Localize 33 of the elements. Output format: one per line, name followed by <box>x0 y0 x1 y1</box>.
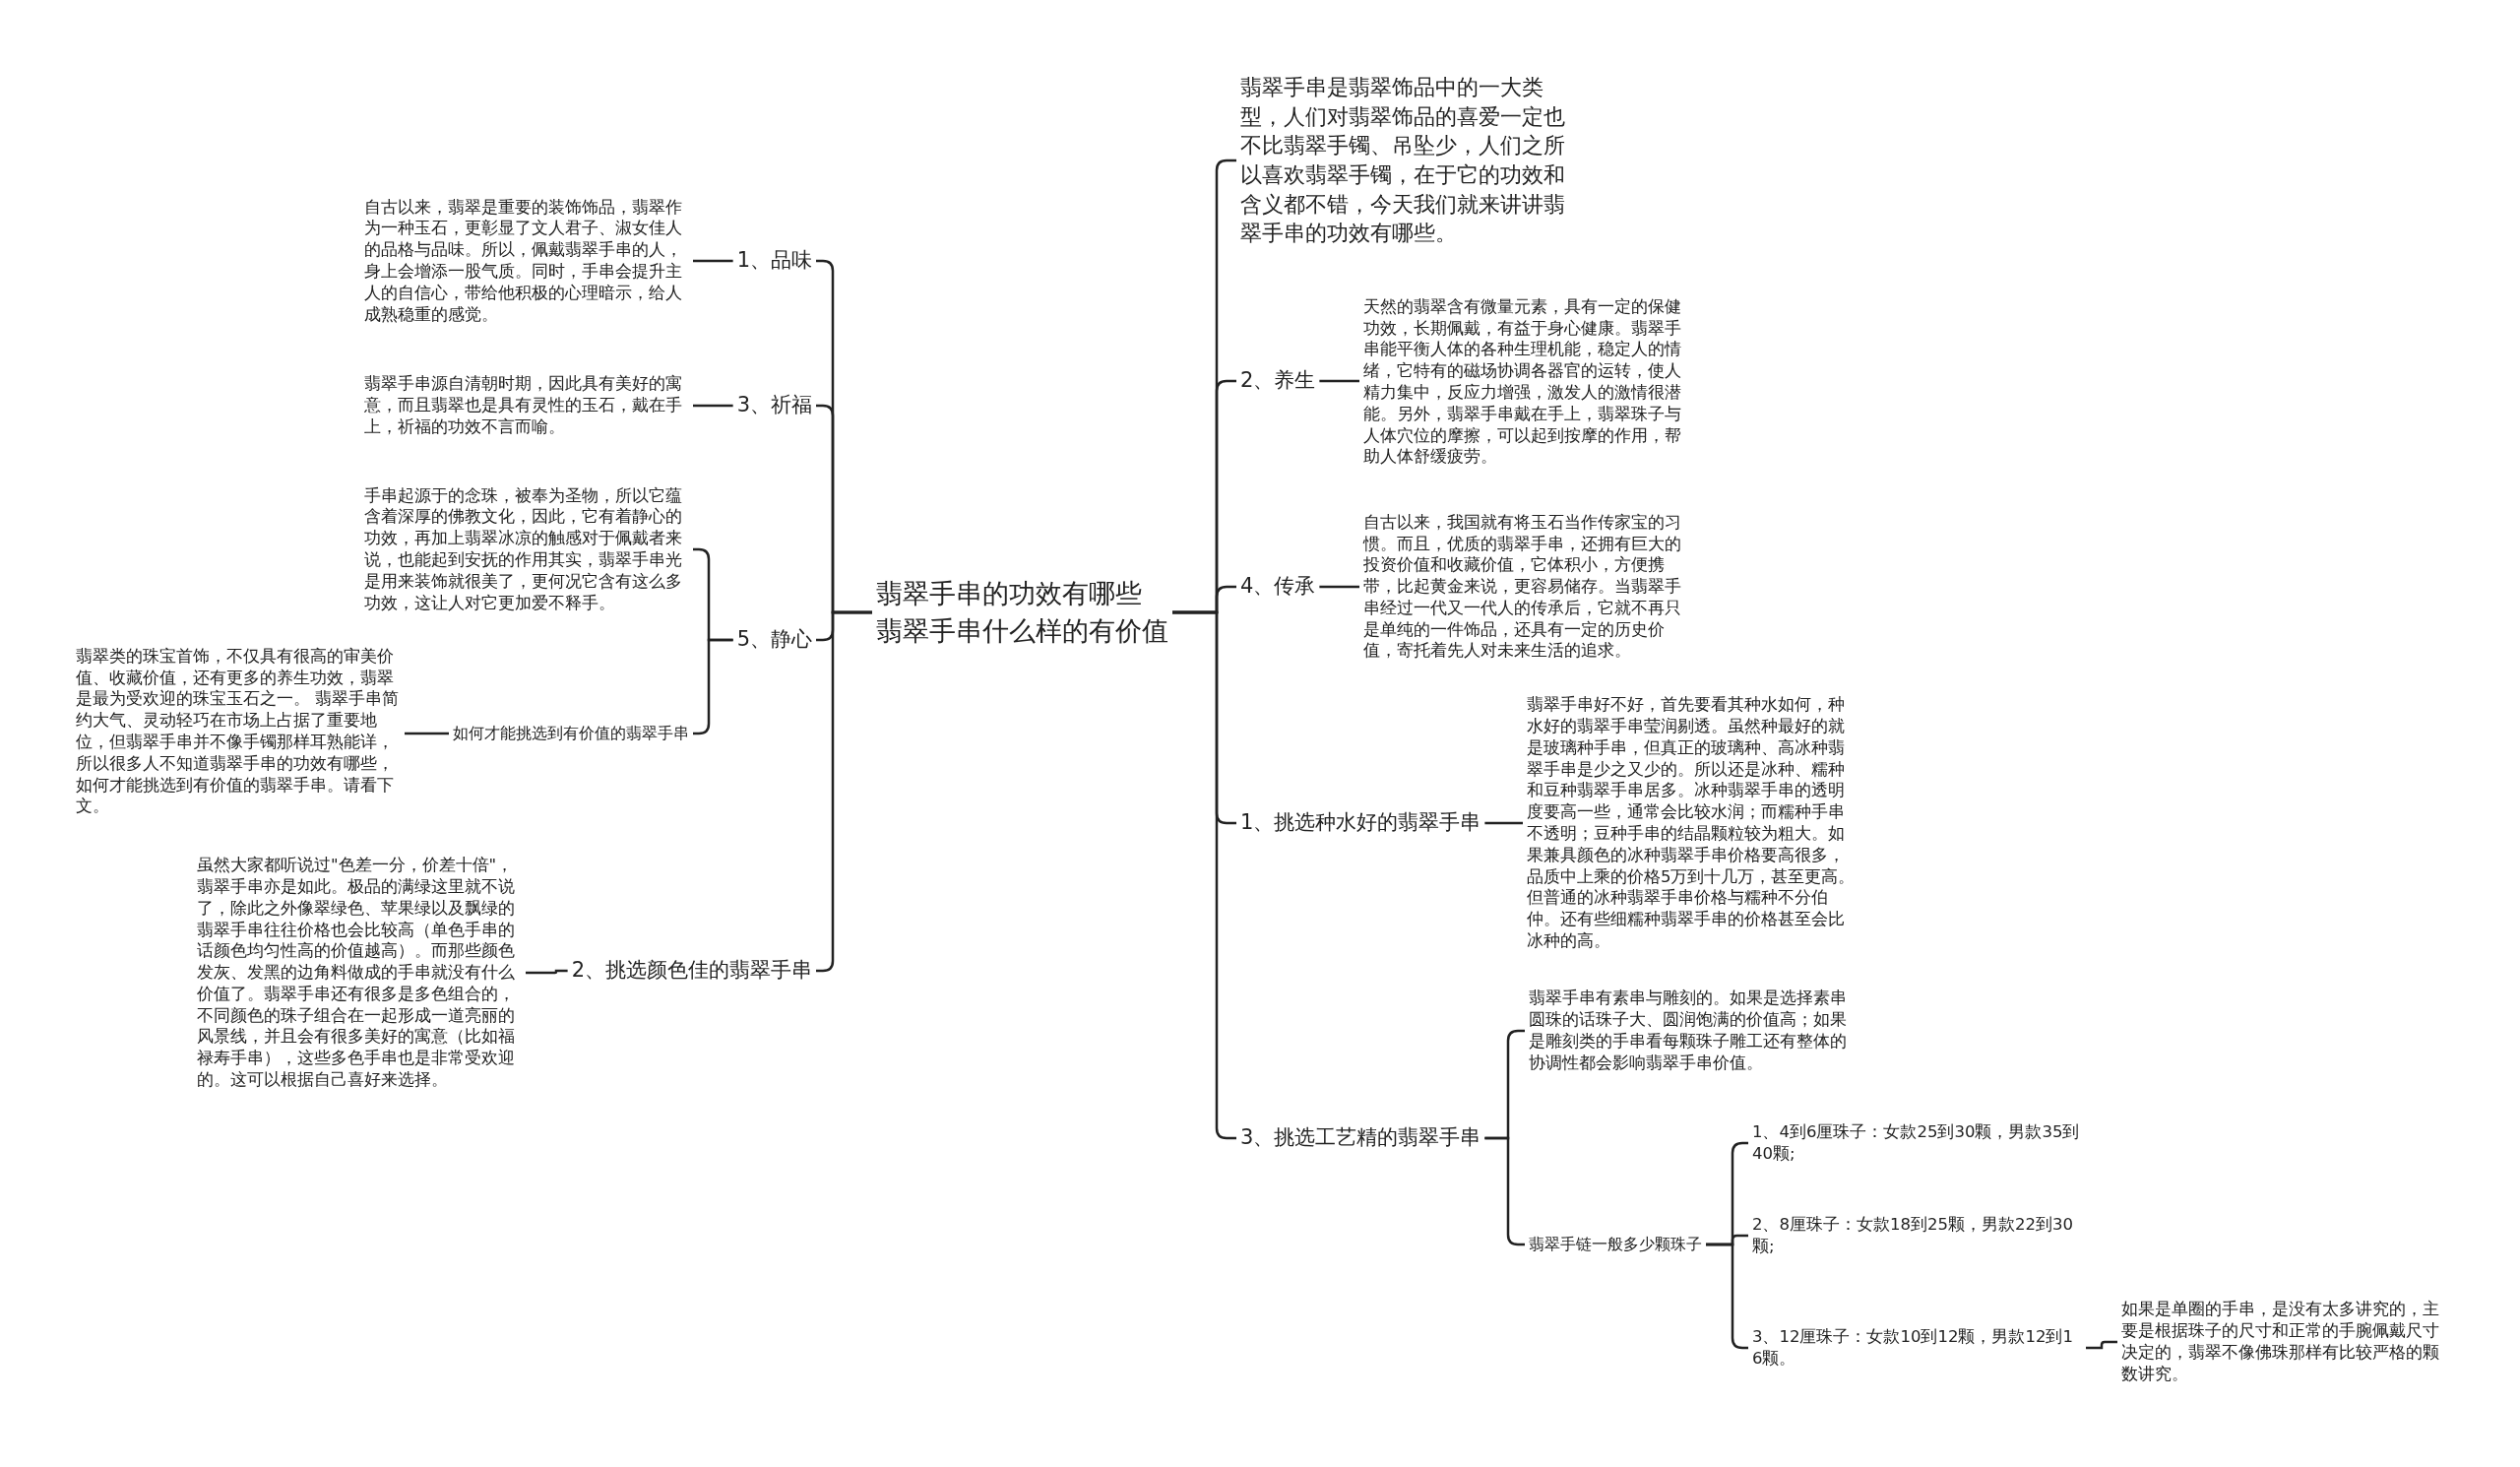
connector-line <box>1319 585 1359 589</box>
branch-topic: 1、品味 <box>736 247 812 275</box>
text-paragraph: 翡翠手串是翡翠饰品中的一大类型，人们对翡翠饰品的喜爱一定也不比翡翠手镯、吊坠少，人们之所以喜欢翡翠手镯，在于它的功效和含义都不错，今天我们就来讲讲翡翠手串的功效有哪些。 <box>1240 73 1570 248</box>
text-paragraph: 自古以来，翡翠是重要的装饰饰品，翡翠作为一种玉石，更彰显了文人君子、淑女佳人的品格与品味。所以，佩戴翡翠手串的人，身上会增添一股气质。同时，手串会提升主人的自信心，带给他积极的心理暗示，给人成熟稳重的感觉。 <box>364 196 689 326</box>
connector-line <box>526 969 568 975</box>
branch-topic: 3、挑选工艺精的翡翠手串 <box>1240 1124 1481 1152</box>
text-paragraph: 翡翠手串好不好，首先要看其种水如何，种水好的翡翠手串莹润剔透。虽然种最好的就是玻璃种手串，但真正的玻璃种、高冰种翡翠手串是少之又少的。所以还是冰种、糯种和豆种翡翠手串居多。冰种翡翠手串的透明度要高一些，通常会比较水润；而糯种手串不透明；豆种手串的结晶颗粒较为粗大。如果兼具颜色的冰种翡翠手串价格要高很多，品质中上乘的价格5万到十几万，甚至更高。但普通的冰种翡翠手串价格与糯种不分伯仲。还有些细糯种翡翠手串的价格甚至会比冰种的高。 <box>1527 694 1857 952</box>
connector-line <box>1319 379 1359 383</box>
subtopic-label: 翡翠手链一般多少颗珠子 <box>1529 1234 1702 1255</box>
text-paragraph: 3、12厘珠子：女款10到12颗，男款12到16颗。 <box>1752 1326 2082 1370</box>
text-paragraph: 翡翠类的珠宝首饰，不仅具有很高的审美价值、收藏价值，还有更多的养生功效，翡翠是最为受欢迎的珠宝玉石之一。 翡翠手串简约大气、灵动轻巧在市场上占据了重要地位，但翡翠手串并不像手镯那样耳熟能详，所以很多人不知道翡翠手串的功效有哪些，如何才能挑选到有价值的翡翠手串。请看下文。 <box>76 645 401 818</box>
text-paragraph: 2、8厘珠子：女款18到25颗，男款22到30颗; <box>1752 1214 2082 1257</box>
text-paragraph: 自古以来，我国就有将玉石当作传家宝的习惯。而且，优质的翡翠手串，还拥有巨大的投资价值和收藏价值，它体积小，方便携带，比起黄金来说，更容易储存。当翡翠手串经过一代又一代人的传承后，它就不再只是单纯的一件饰品，还具有一定的历史价值，寄托着先人对未来生活的追求。 <box>1363 511 1693 663</box>
connector-line <box>2086 1340 2117 1350</box>
connector-line <box>1484 821 1523 825</box>
central-topic: 翡翠手串的功效有哪些 翡翠手串什么样的有价值 <box>876 575 1168 650</box>
subtopic-label: 如何才能挑选到有价值的翡翠手串 <box>453 723 689 744</box>
connector-line <box>693 404 733 408</box>
text-paragraph: 手串起源于的念珠，被奉为圣物，所以它蕴含着深厚的佛教文化，因此，它有着静心的功效，再加上翡翠冰凉的触感对于佩戴者来说，也能起到安抚的作用其实，翡翠手串光是用来装饰就很美了，更何况它含有这么多功效，这让人对它更加爱不释手。 <box>364 484 689 614</box>
text-paragraph: 1、4到6厘珠子：女款25到30颗，男款35到40颗; <box>1752 1121 2082 1165</box>
connector-line <box>693 259 733 263</box>
text-paragraph: 翡翠手串有素串与雕刻的。如果是选择素串圆珠的话珠子大、圆润饱满的价值高；如果是雕刻类的手串看每颗珠子雕工还有整体的协调性都会影响翡翠手串价值。 <box>1529 988 1858 1074</box>
branch-topic: 1、挑选种水好的翡翠手串 <box>1240 809 1481 837</box>
connector-line <box>405 732 449 735</box>
text-paragraph: 天然的翡翠含有微量元素，具有一定的保健功效，长期佩戴，有益于身心健康。翡翠手串能平衡人体的各种生理机能，稳定人的情绪，它特有的磁场协调各器官的运转，使人精力集中，反应力增强，激发人的激情很潜能。另外，翡翠手串戴在手上，翡翠珠子与人体穴位的摩擦，可以起到按摩的作用，帮助人体舒缓疲劳。 <box>1363 295 1693 469</box>
branch-topic: 4、传承 <box>1240 573 1316 601</box>
branch-topic: 3、祈福 <box>736 392 812 419</box>
text-paragraph: 翡翠手串源自清朝时期，因此具有美好的寓意，而且翡翠也是具有灵性的玉石，戴在手上，祈福的功效不言而喻。 <box>364 373 689 438</box>
text-paragraph: 如果是单圈的手串，是没有太多讲究的，主要是根据珠子的尺寸和正常的手腕佩戴尺寸决定的，翡翠不像佛珠那样有比较严格的颗数讲究。 <box>2121 1299 2451 1385</box>
branch-topic: 2、挑选颜色佳的翡翠手串 <box>571 957 812 985</box>
text-paragraph: 虽然大家都听说过"色差一分，价差十倍"，翡翠手串亦是如此。极品的满绿这里就不说了，除此之外像翠绿色、苹果绿以及飘绿的翡翠手串往往价格也会比较高（单色手串的话颜色均匀性高的价值越高）。而那些颜色发灰、发黑的边角料做成的手串就没有什么价值了。翡翠手串还有很多是多色组合的，不同颜色的珠子组合在一起形成一道亮丽的风景线，并且会有很多美好的寓意（比如福禄寿手串），这些多色手串也是非常受欢迎的。这可以根据自己喜好来选择。 <box>197 855 522 1091</box>
branch-topic: 2、养生 <box>1240 367 1316 395</box>
branch-topic: 5、静心 <box>736 626 812 654</box>
